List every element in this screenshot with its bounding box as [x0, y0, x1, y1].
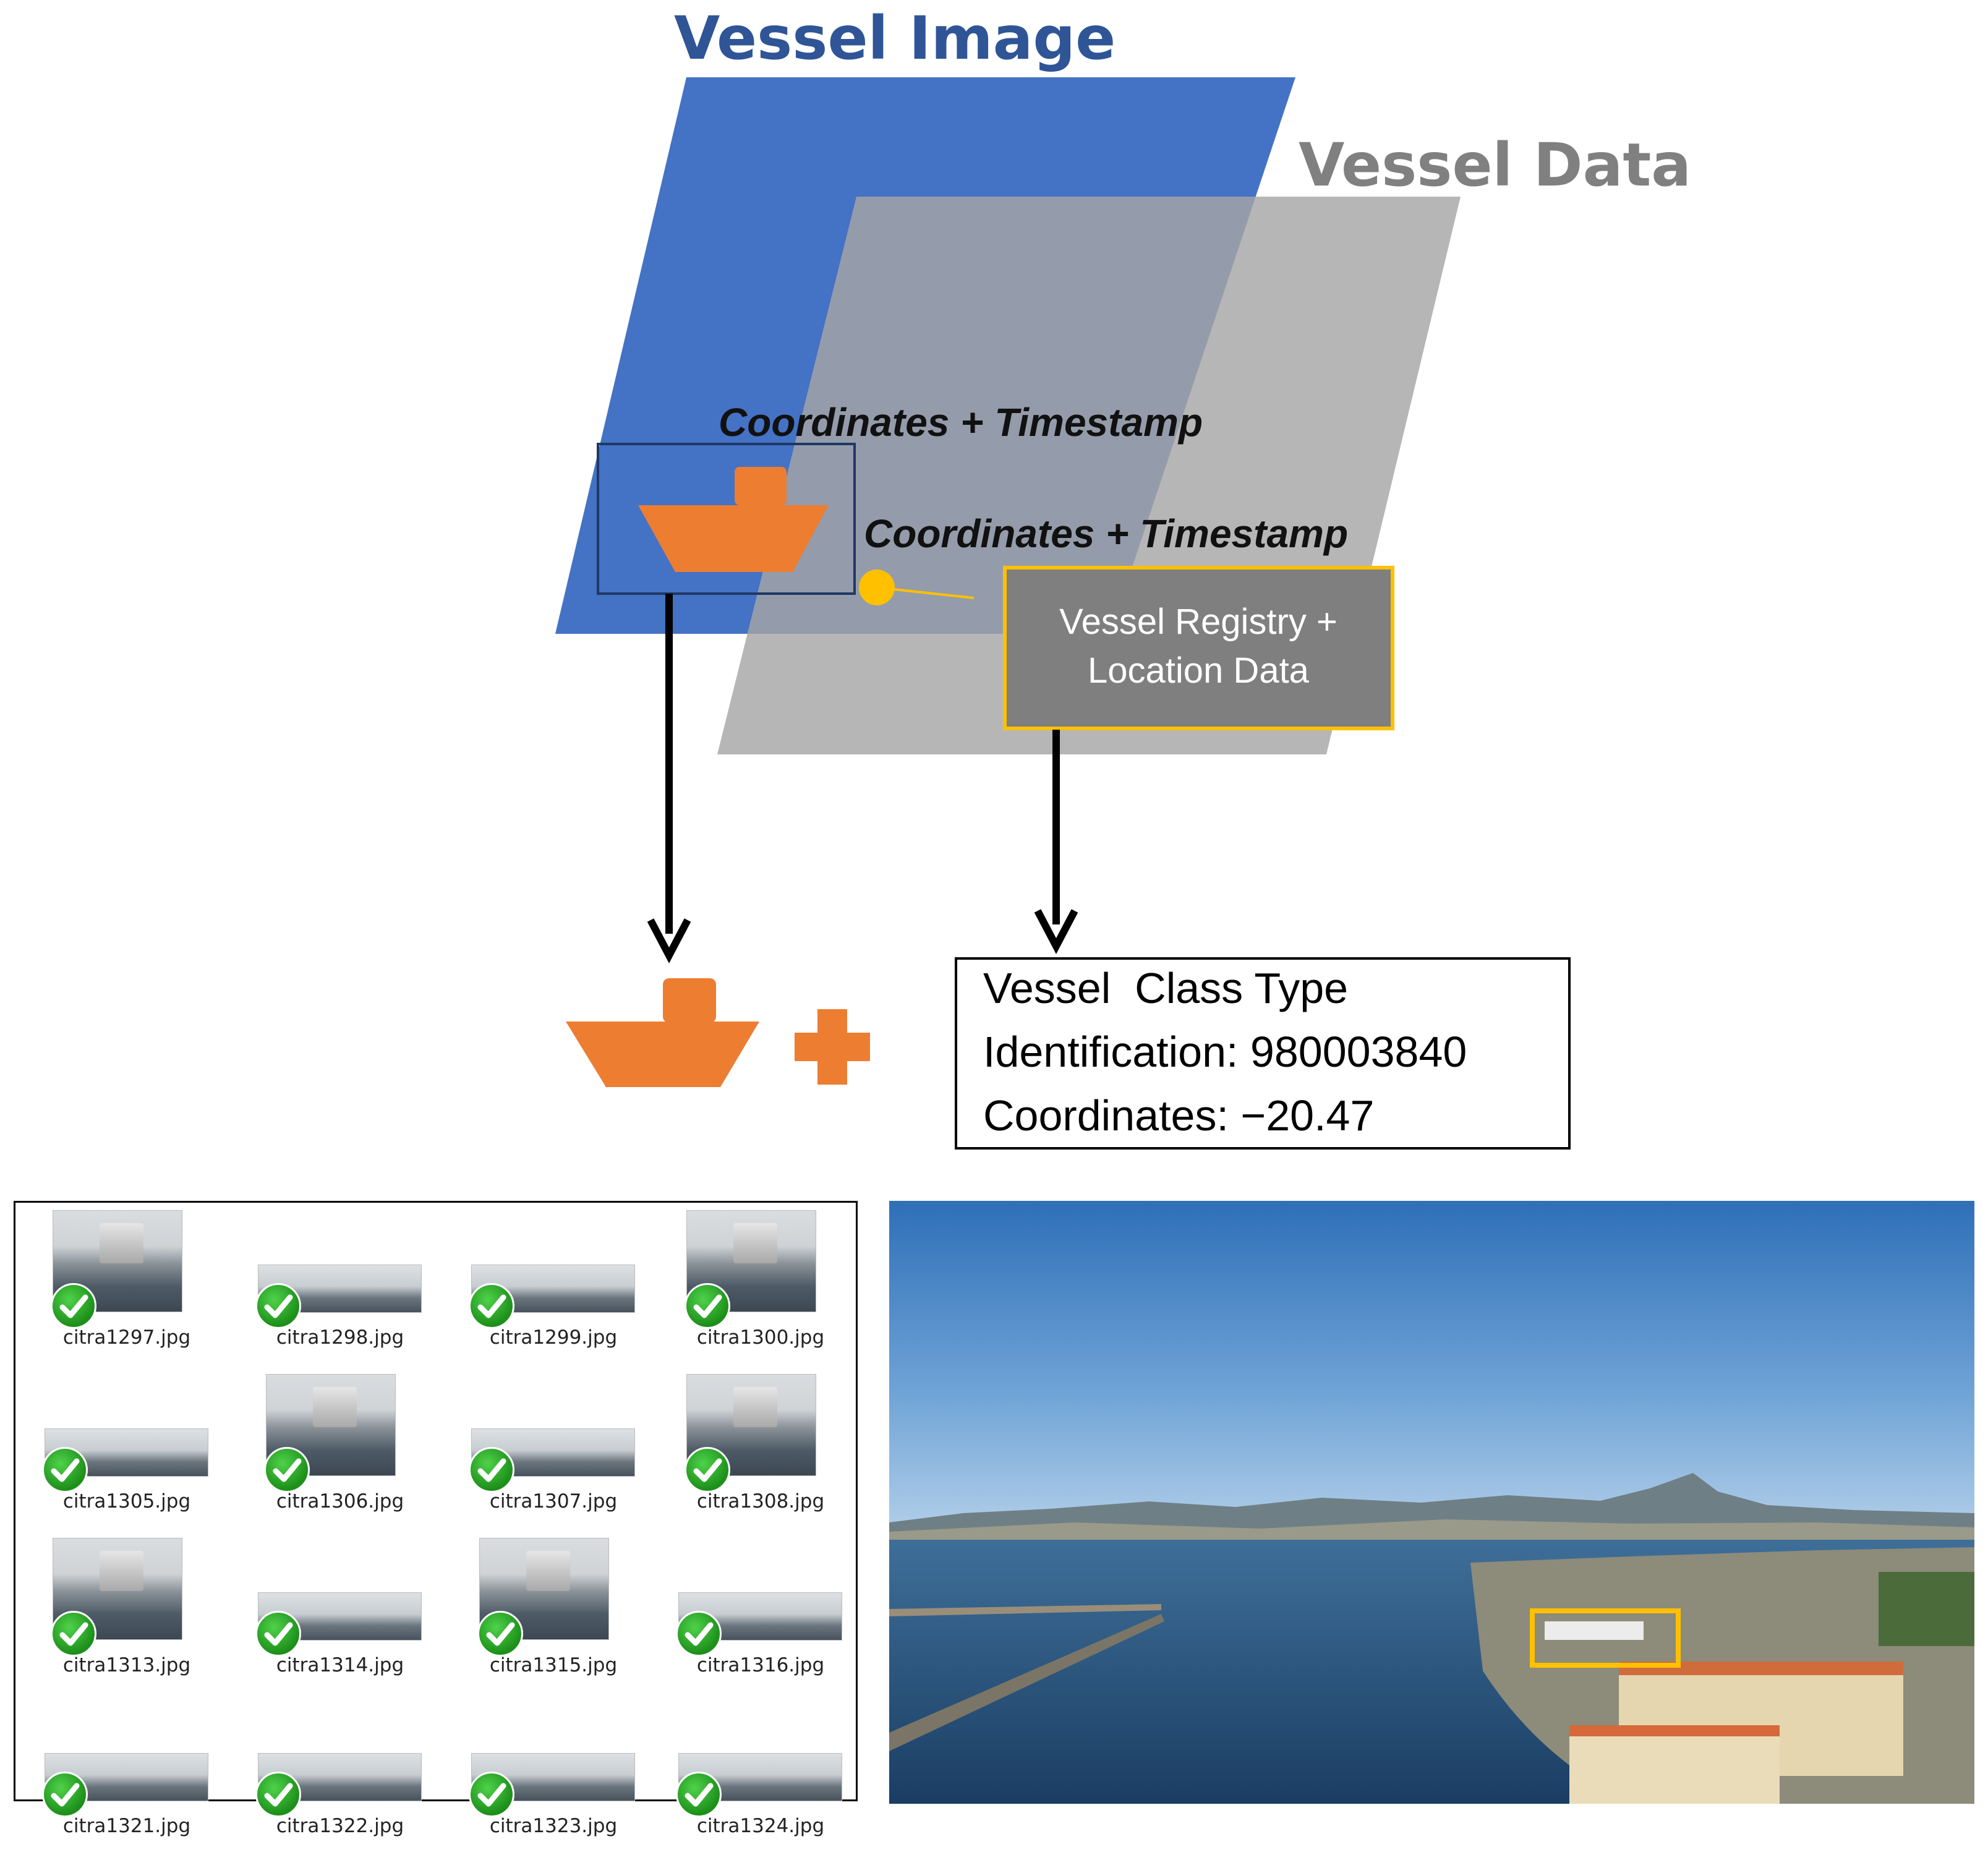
checkmark-icon: [469, 1772, 514, 1817]
file-item[interactable]: citra1307.jpg: [451, 1367, 655, 1527]
file-item[interactable]: citra1313.jpg: [25, 1530, 229, 1691]
file-thumbnail: [53, 1210, 182, 1312]
file-name: citra1308.jpg: [696, 1490, 825, 1513]
file-name: citra1298.jpg: [276, 1326, 404, 1349]
checkmark-icon: [676, 1611, 722, 1657]
file-item[interactable]: citra1314.jpg: [238, 1530, 442, 1691]
file-thumbnail: [53, 1538, 182, 1640]
file-thumbnail: [686, 1210, 816, 1312]
image-arrow: [647, 594, 691, 963]
file-item[interactable]: citra1308.jpg: [659, 1367, 863, 1527]
file-name: citra1297.jpg: [62, 1326, 191, 1349]
file-item[interactable]: citra1322.jpg: [238, 1691, 442, 1852]
checkmark-icon: [685, 1283, 730, 1329]
registry-line-1: Vessel Registry +: [1059, 602, 1337, 642]
file-item[interactable]: citra1324.jpg: [659, 1691, 863, 1852]
checkmark-icon: [676, 1772, 722, 1817]
detected-ship-icon: [638, 467, 829, 572]
file-item[interactable]: citra1323.jpg: [451, 1691, 655, 1852]
file-item[interactable]: citra1315.jpg: [451, 1530, 655, 1691]
plus-icon: [795, 1009, 870, 1085]
file-item[interactable]: citra1321.jpg: [25, 1691, 229, 1852]
vessel-id-line: Identification: 980003840: [983, 1028, 1467, 1076]
file-name: citra1323.jpg: [489, 1815, 618, 1837]
file-name: citra1300.jpg: [696, 1326, 825, 1349]
file-name: citra1307.jpg: [489, 1490, 618, 1513]
file-name: citra1321.jpg: [62, 1815, 191, 1837]
file-name: citra1306.jpg: [276, 1490, 404, 1513]
file-thumbnail: [479, 1538, 609, 1640]
file-item[interactable]: citra1299.jpg: [451, 1203, 655, 1363]
checkmark-icon: [51, 1283, 96, 1329]
registry-box: [1003, 566, 1394, 730]
file-item[interactable]: citra1300.jpg: [659, 1203, 863, 1363]
image-file-grid: citra1297.jpg citra1298.jpg citra1299.jpg c…: [14, 1201, 858, 1837]
detection-box: [597, 443, 856, 595]
file-item[interactable]: citra1297.jpg: [25, 1203, 229, 1363]
vessel-class-line: Vessel Class Type: [983, 964, 1348, 1012]
file-name: citra1324.jpg: [696, 1815, 825, 1837]
image-timestamp-label: Coordinates + Timestamp: [719, 400, 1203, 445]
file-item[interactable]: citra1306.jpg: [238, 1367, 442, 1527]
connector-dot: [859, 570, 895, 605]
checkmark-icon: [42, 1447, 88, 1493]
fusion-diagram: Vessel Image Vessel Data Coordinates + T…: [555, 4, 1691, 1150]
file-name: citra1313.jpg: [62, 1654, 191, 1676]
file-item[interactable]: citra1305.jpg: [25, 1367, 229, 1527]
file-name: citra1322.jpg: [276, 1815, 404, 1837]
file-name: citra1315.jpg: [489, 1654, 618, 1676]
file-name: citra1314.jpg: [276, 1654, 404, 1676]
checkmark-icon: [255, 1283, 301, 1329]
vessel-info-box: [955, 957, 1571, 1150]
checkmark-icon: [685, 1447, 730, 1493]
checkmark-icon: [51, 1611, 96, 1657]
checkmark-icon: [469, 1283, 514, 1329]
ship-icon: [566, 978, 759, 1087]
checkmark-icon: [469, 1447, 514, 1493]
checkmark-icon: [477, 1611, 523, 1657]
checkmark-icon: [264, 1447, 310, 1493]
registry-line-2: Location Data: [1088, 651, 1310, 691]
file-name: citra1299.jpg: [489, 1326, 618, 1349]
file-name: citra1305.jpg: [62, 1490, 191, 1513]
ship-highlight-box: [1530, 1608, 1681, 1668]
checkmark-icon: [42, 1772, 88, 1817]
checkmark-icon: [255, 1772, 301, 1817]
vessel-coordinates-line: Coordinates: −20.47: [983, 1091, 1374, 1140]
data-arrow: [1034, 730, 1078, 954]
data-timestamp-label: Coordinates + Timestamp: [864, 511, 1348, 556]
vessel-data-title: Vessel Data: [1299, 130, 1691, 200]
checkmark-icon: [255, 1611, 301, 1657]
file-item[interactable]: citra1298.jpg: [238, 1203, 442, 1363]
vessel-image-title: Vessel Image: [674, 4, 1116, 73]
harbor-photo: [889, 1201, 1974, 1804]
file-item[interactable]: citra1316.jpg: [659, 1530, 863, 1691]
file-name: citra1316.jpg: [696, 1654, 825, 1676]
